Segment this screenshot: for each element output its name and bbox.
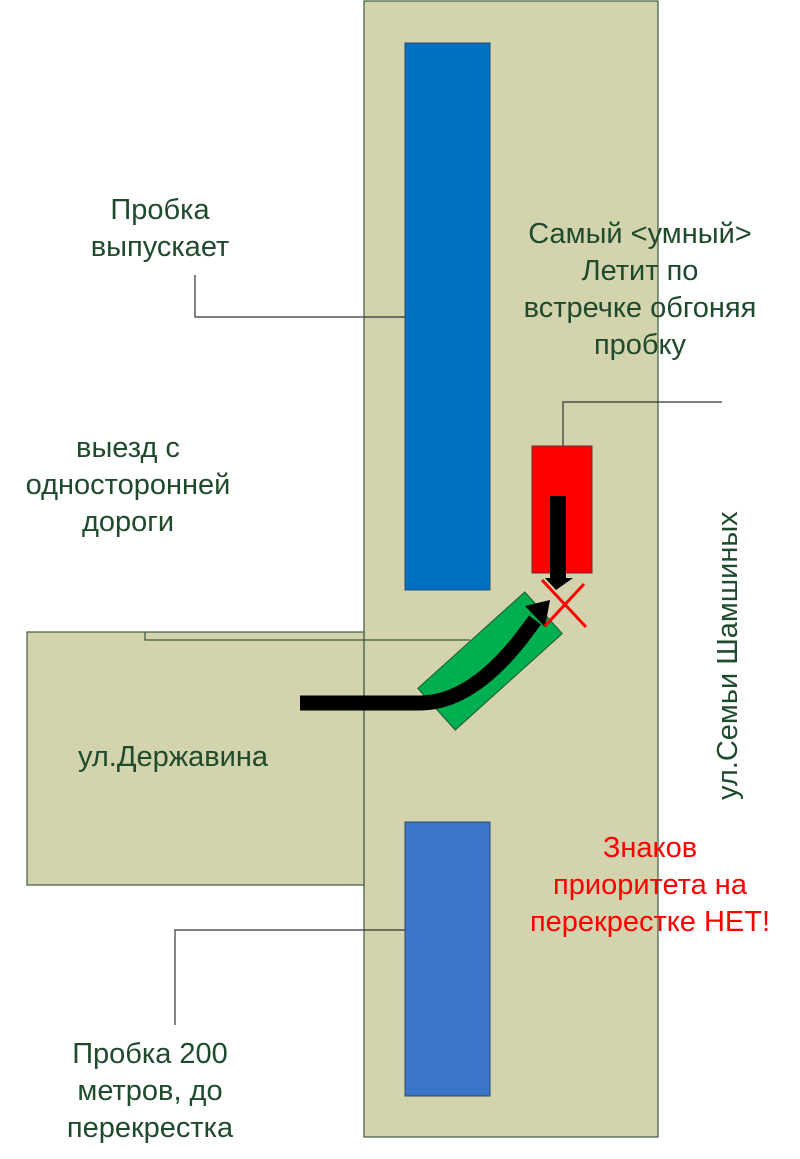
street-label-shamshiny: ул.Семьи Шамшиных [712, 511, 744, 800]
label-line: Самый <умный> [528, 218, 752, 250]
label-no-priority-signs: Знаков приоритета на перекрестке НЕТ! [500, 830, 800, 941]
label-line: Пробка 200 [72, 1038, 228, 1070]
traffic-jam-bottom [404, 821, 491, 1097]
label-line: односторонней [25, 469, 231, 501]
label-line: пробку [593, 329, 687, 361]
label-line: дороги [81, 506, 175, 538]
traffic-jam-top [404, 42, 491, 591]
arrow-head [525, 600, 550, 627]
callout-line [562, 401, 722, 446]
label-line: приоритета на [553, 869, 747, 901]
label-line: выпускает [90, 231, 230, 263]
label-traffic-release: Пробка выпускает [60, 192, 260, 266]
label-line: перекрестка [66, 1112, 234, 1144]
label-jam-200m: Пробка 200 метров, до перекрестка [40, 1036, 260, 1147]
road-edge-line [144, 632, 364, 641]
label-one-way-exit: выезд с односторонней дороги [0, 430, 256, 541]
label-line: перекрестке НЕТ! [529, 906, 771, 938]
label-line: Летит по [581, 255, 699, 287]
callout-line [174, 929, 405, 1025]
street-label-derzhavina: ул.Державина [78, 741, 269, 773]
arrow-head [545, 578, 573, 590]
road-derzhavina [26, 631, 365, 886]
collision-x-icon [540, 578, 588, 629]
label-smartest-driver: Самый <умный> Летит по встречке обгоняя … [490, 216, 790, 364]
label-line: встречке обгоняя [523, 292, 757, 324]
turn-path-arrow [300, 615, 541, 711]
label-line: метров, до [77, 1075, 223, 1107]
label-line: выезд с [76, 432, 180, 464]
callout-line [194, 275, 405, 318]
label-line: Пробка [110, 194, 210, 226]
label-line: Знаков [602, 832, 698, 864]
